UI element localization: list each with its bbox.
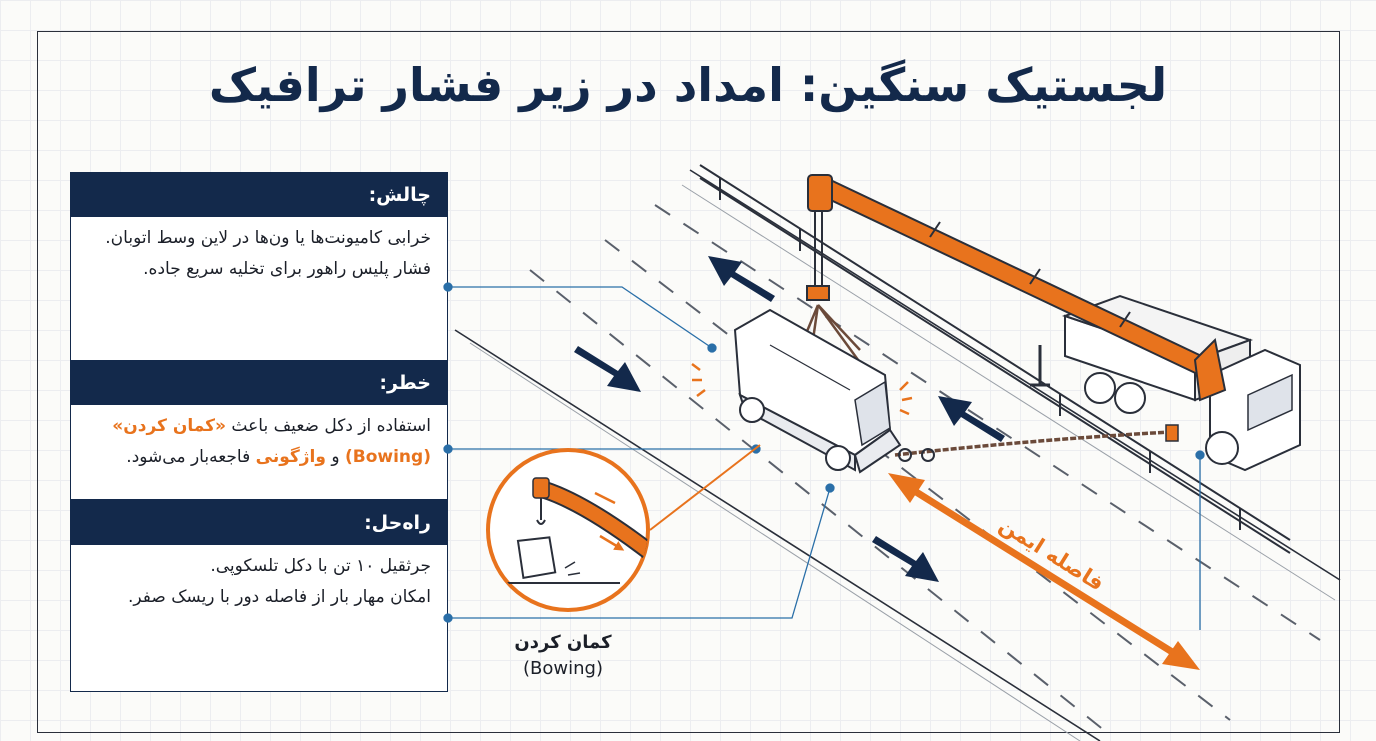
- telescopic-boom: [806, 174, 1227, 402]
- crane-truck: [1030, 294, 1301, 472]
- danger-text: استفاده از دکل ضعیف باعث «کمان کردن» (Bo…: [87, 411, 431, 473]
- page-title: لجستیک سنگین: امداد در زیر فشار ترافیک: [208, 58, 1168, 112]
- solution-panel: راه‌حل: جرثقیل ۱۰ تن با دکل تلسکوپی. امک…: [70, 500, 448, 692]
- broken-van: [691, 308, 913, 474]
- solution-heading: راه‌حل:: [71, 501, 447, 545]
- danger-heading: خطر:: [71, 361, 447, 405]
- challenge-heading: چالش:: [71, 173, 447, 217]
- danger-highlight-rollover: واژگونی: [255, 447, 326, 467]
- tow-rope: [894, 424, 1179, 462]
- diagram-frame: [37, 31, 1340, 733]
- safe-distance-arrow: فاصله ایمن: [888, 473, 1200, 670]
- danger-text-a: استفاده از دکل ضعیف باعث: [226, 416, 431, 436]
- bowing-caption-fa: کمان کردن: [514, 632, 612, 653]
- bowing-caption: کمان کردن (Bowing): [478, 630, 648, 682]
- challenge-line-1: خرابی کامیونت‌ها یا ون‌ها در لاین وسط ات…: [105, 228, 431, 248]
- danger-text-c: فاجعه‌بار می‌شود.: [126, 447, 256, 467]
- danger-highlight-bowing: «کمان کردن» (Bowing): [112, 416, 431, 467]
- challenge-line-2: فشار پلیس راهور برای تخلیه سریع جاده.: [143, 259, 431, 279]
- callout-lines: [443, 282, 1205, 630]
- traffic-arrow-icon: [574, 256, 1005, 582]
- danger-text-b: و: [325, 447, 345, 467]
- guard-rail: [699, 164, 1291, 554]
- bowing-zoom-circle: [486, 448, 650, 612]
- road: [454, 169, 1341, 741]
- bowing-caption-en: (Bowing): [523, 658, 603, 679]
- bowing-callout-line: [649, 444, 761, 531]
- solution-line-1: جرثقیل ۱۰ تن با دکل تلسکوپی.: [210, 556, 431, 576]
- solution-line-2: امکان مهار بار از فاصله دور با ریسک صفر.: [127, 587, 431, 607]
- challenge-panel: چالش: خرابی کامیونت‌ها یا ون‌ها در لاین …: [70, 172, 448, 364]
- danger-panel: خطر: استفاده از دکل ضعیف باعث «کمان کردن…: [70, 360, 448, 500]
